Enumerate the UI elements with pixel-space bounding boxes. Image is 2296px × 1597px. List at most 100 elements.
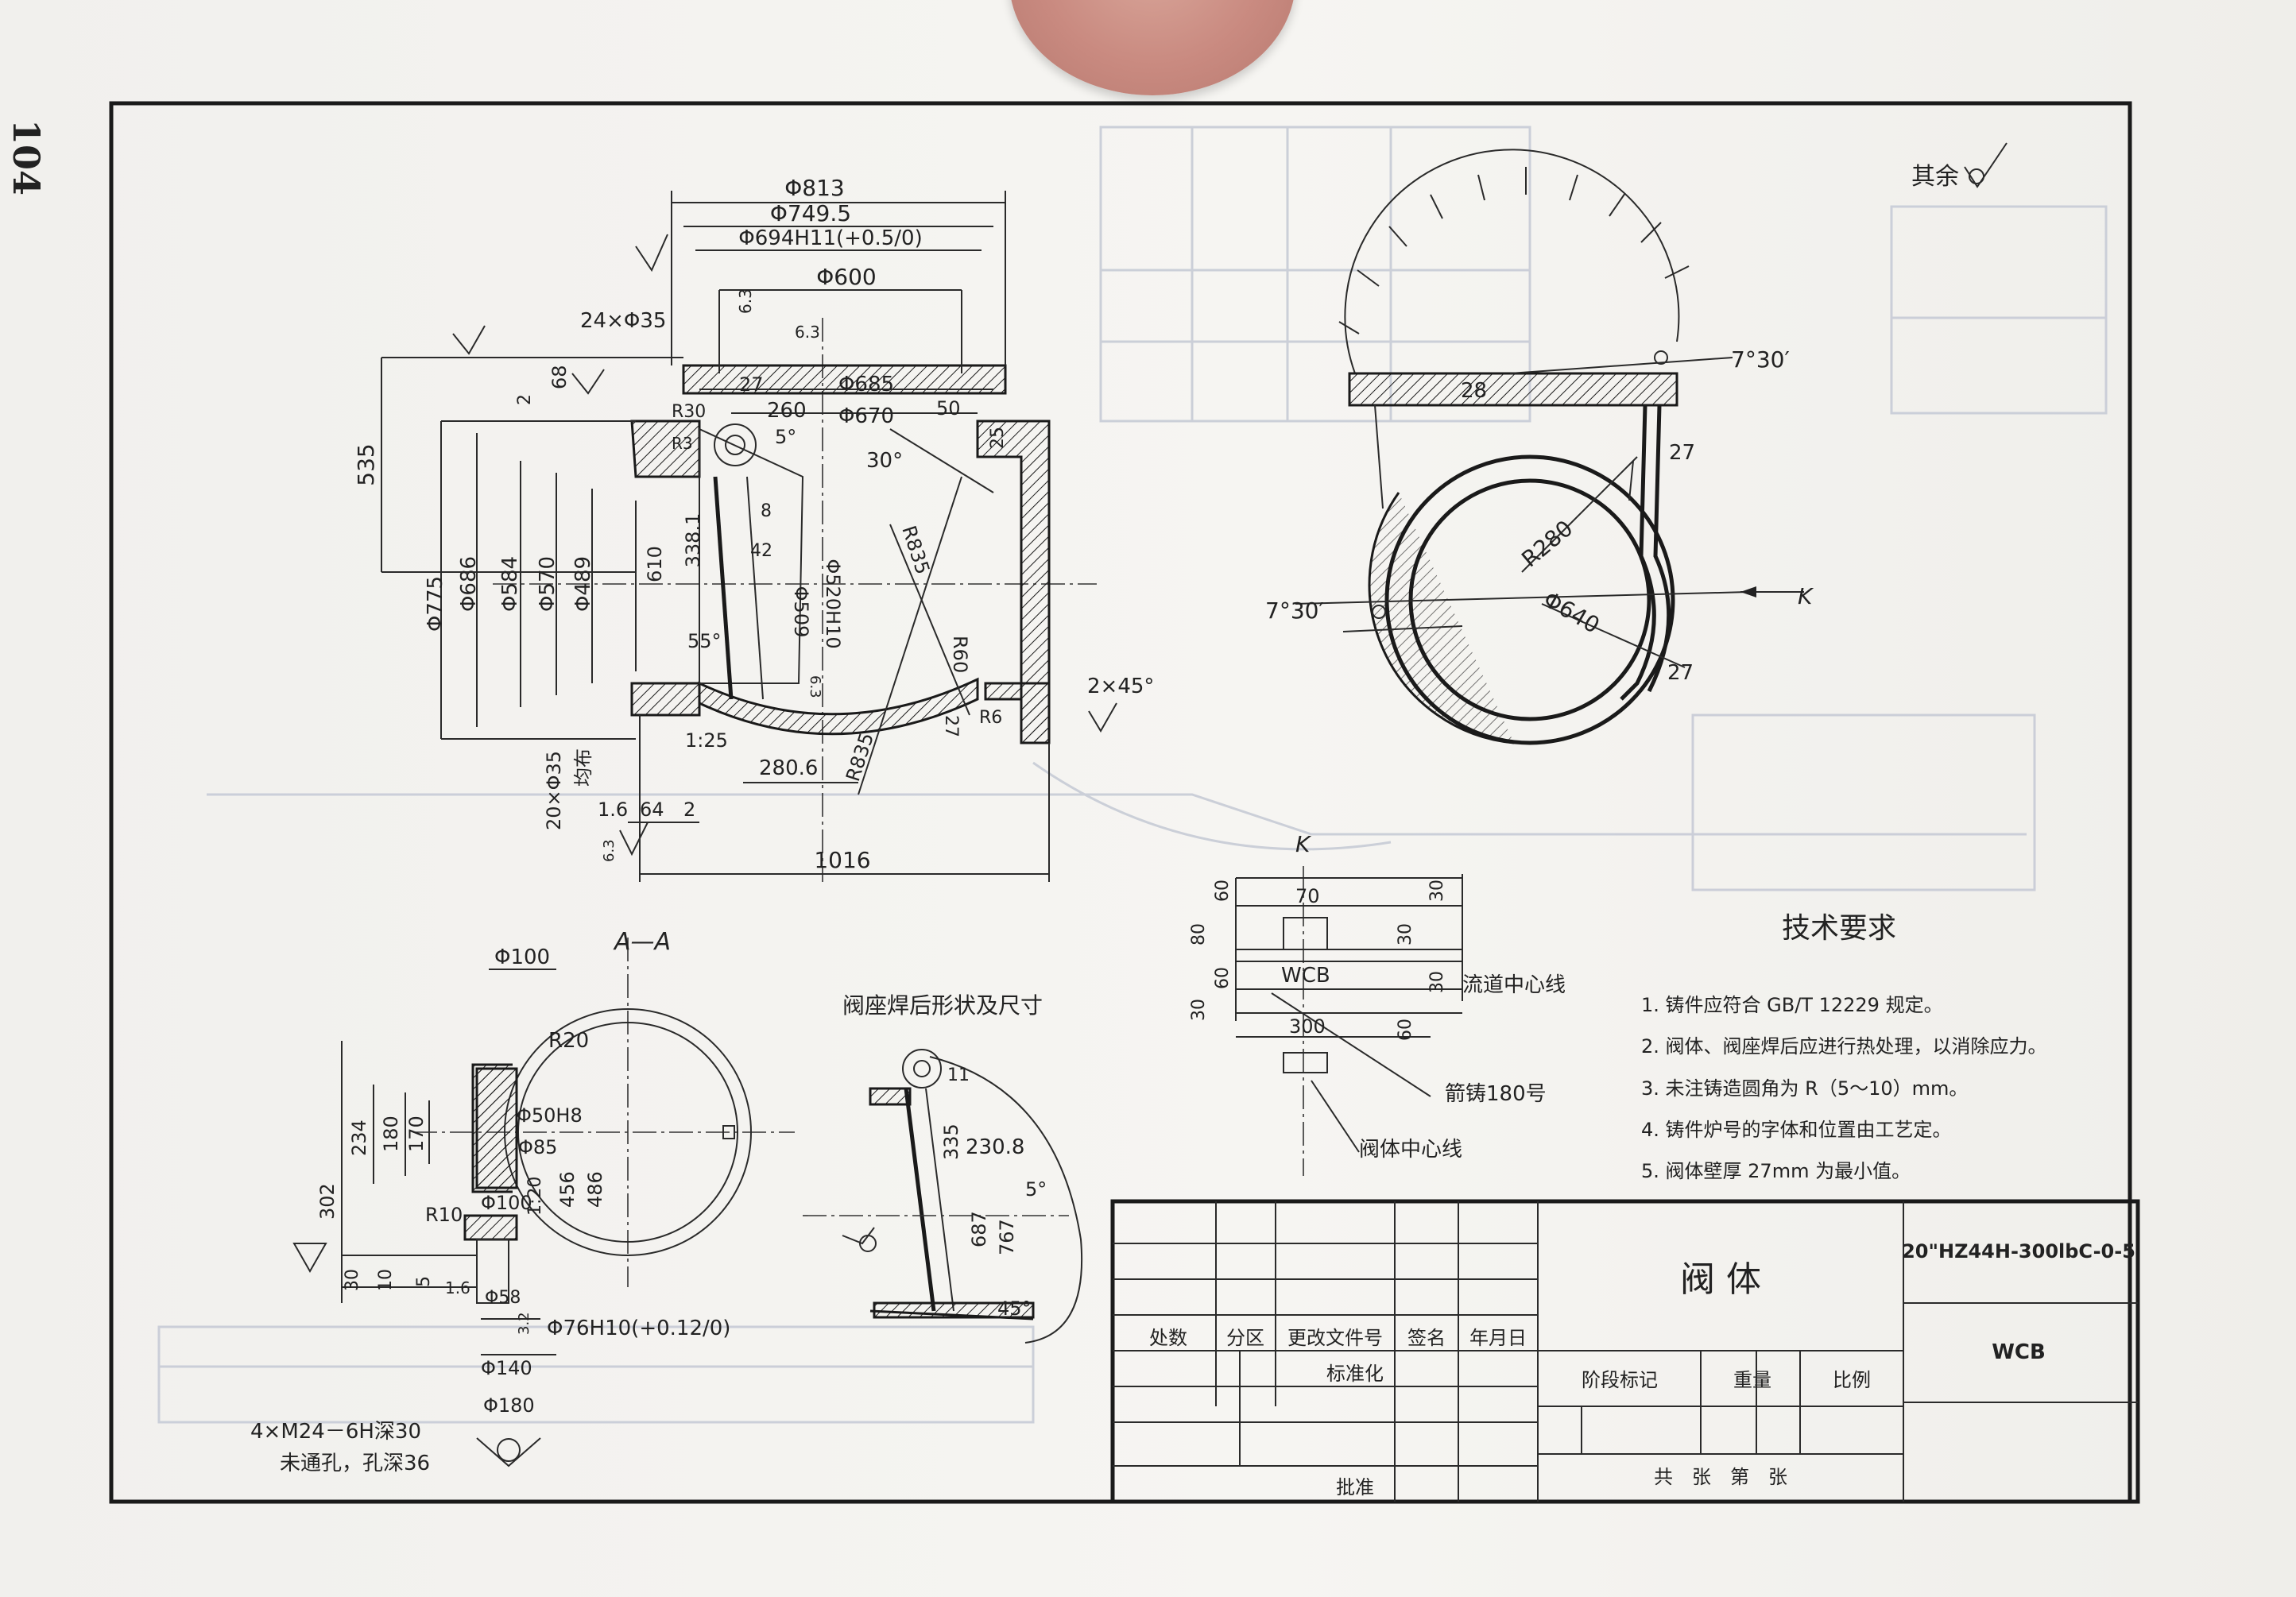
view-k-arrow-label: K: [1798, 583, 1814, 609]
approval-label: 批准: [1336, 1476, 1374, 1498]
dim-d584: Φ584: [498, 556, 522, 612]
body-center-line-label: 阀体中心线: [1359, 1138, 1462, 1162]
dim-64: 64: [640, 798, 664, 821]
dim-45deg: 45°: [997, 1297, 1032, 1320]
dim-27-bottom: 27: [941, 715, 961, 737]
scale-label: 比例: [1833, 1369, 1871, 1391]
dim-1016: 1016: [814, 847, 870, 873]
dim-r30: R30: [672, 402, 706, 422]
tech-req-item-3: 3. 未注铸造圆角为 R（5～10）mm。: [1641, 1077, 1968, 1100]
dim-2-bottom: 2: [683, 798, 695, 821]
dim-d140: Φ140: [481, 1357, 532, 1379]
dim-767: 767: [996, 1219, 1018, 1255]
dim-taper-125: 1:25: [685, 729, 728, 752]
section-aa-view: A—A Φ100 R20 Φ50H8 Φ85 1:20 456 486 234 …: [250, 928, 795, 1475]
dim-taper-120: 1:20: [525, 1177, 545, 1216]
k-wcb-label: WCB: [1281, 964, 1330, 988]
thread-note-line1: 4×M24－6H深30: [250, 1420, 421, 1444]
top-right-view: 28 7°30′ 27 R280 Φ640 27 7°30′ K: [1265, 149, 1814, 745]
dim-456: 456: [556, 1171, 579, 1208]
dim-d50h8: Φ50H8: [517, 1104, 583, 1127]
rev-header-date: 年月日: [1469, 1327, 1527, 1349]
part-name: 阀 体: [1680, 1259, 1761, 1300]
bottom-curved-wall: [698, 677, 979, 736]
lower-left-wall: [630, 682, 701, 717]
drawing-number: 20"HZ44H-300lbC-0-5: [1902, 1240, 2135, 1263]
surface-finish-label: 其余: [1911, 163, 1959, 191]
dim-d85: Φ85: [518, 1136, 557, 1158]
dim-50: 50: [936, 397, 961, 420]
dim-d100-top: Φ100: [494, 945, 550, 969]
k-dim-80: 80: [1189, 923, 1209, 945]
dim-d76h10: Φ76H10(+0.12/0): [547, 1317, 730, 1340]
k-dim-60-c: 60: [1396, 1019, 1415, 1041]
dim-8: 8: [761, 501, 772, 521]
tech-req-item-4: 4. 铸件炉号的字体和位置由工艺定。: [1641, 1119, 1952, 1141]
tech-req-title: 技术要求: [1782, 912, 1896, 945]
title-block: 阀 体 20"HZ44H-300lbC-0-5 WCB 处数 分区 更改文件号 …: [1110, 1199, 2140, 1504]
material: WCB: [1992, 1340, 2046, 1364]
dim-r3: R3: [672, 434, 693, 453]
dim-chamfer: 2×45°: [1087, 675, 1154, 698]
dim-180-vert: 180: [380, 1116, 402, 1152]
dim-25: 25: [988, 427, 1008, 449]
section-aa-title: A—A: [613, 928, 671, 956]
dim-r835-lower: R835: [842, 730, 878, 784]
dim-d58: Φ58: [485, 1288, 521, 1308]
tech-req-item-1: 1. 铸件应符合 GB/T 12229 规定。: [1641, 994, 1943, 1016]
dim-d100-mid: Φ100: [481, 1192, 532, 1214]
angle-7-30-top: 7°30′: [1731, 346, 1790, 373]
outer-arc: [1344, 149, 1680, 374]
angle-7-30-left: 7°30′: [1265, 597, 1324, 624]
seat-view-title: 阀座焊后形状及尺寸: [842, 992, 1043, 1019]
dim-170: 170: [405, 1116, 428, 1152]
dim-5: 5: [414, 1276, 434, 1287]
surface-finish-symbol: 其余: [1911, 142, 2008, 191]
hinge-boss: [714, 423, 757, 466]
dim-302: 302: [316, 1183, 339, 1220]
dim-d180: Φ180: [483, 1394, 535, 1417]
k-dim-60-a: 60: [1213, 880, 1233, 902]
dim-55deg: 55°: [687, 630, 722, 652]
k-dim-70: 70: [1295, 885, 1320, 907]
dim-5deg: 5°: [775, 426, 796, 448]
dim-30deg: 30°: [866, 449, 903, 473]
dim-d775: Φ775: [424, 576, 447, 632]
dim-d570: Φ570: [536, 556, 559, 612]
dim-d670: Φ670: [838, 404, 894, 428]
dim-486: 486: [584, 1171, 606, 1208]
dim-535: 535: [353, 443, 379, 485]
flow-center-line-label: 流道中心线: [1462, 973, 1566, 997]
view-k-title: K: [1295, 831, 1312, 857]
dim-1-6-aa: 1.6: [445, 1278, 470, 1297]
dim-r10: R10: [425, 1204, 463, 1226]
k-dim-300: 300: [1289, 1015, 1326, 1038]
dim-68: 68: [548, 365, 571, 389]
dim-d489: Φ489: [571, 556, 595, 612]
dim-20x35: 20×Φ35: [543, 751, 565, 830]
k-dim-60-b: 60: [1213, 967, 1233, 989]
drawing-border: [109, 101, 2132, 1504]
dim-d520: Φ520H10: [822, 559, 844, 648]
dim-evenly: 均布: [572, 748, 594, 787]
view-k: K 60 70 30 80 30 60 30 30 300 60 WCB 流道中…: [1189, 831, 1566, 1176]
dim-30-left: 30: [343, 1269, 362, 1291]
technical-requirements: 技术要求 1. 铸件应符合 GB/T 12229 规定。 2. 阀体、阀座焊后应…: [1641, 912, 2047, 1182]
stage-mark-label: 阶段标记: [1582, 1369, 1658, 1391]
dim-r280: R280: [1516, 515, 1578, 572]
k-dim-30-d: 30: [1189, 999, 1209, 1021]
weight-label: 重量: [1733, 1369, 1771, 1391]
main-section-view: Φ813 Φ749.5 Φ694H11(+0.5/0) Φ600 Φ685 Φ6…: [353, 175, 1154, 882]
dim-42: 42: [750, 541, 772, 561]
seat-after-weld-view: 阀座焊后形状及尺寸 11 335 230.8 5° 687 767 45°: [803, 992, 1083, 1344]
k-dim-30-a: 30: [1427, 880, 1447, 902]
k-dim-30-b: 30: [1396, 923, 1415, 945]
dim-338: 338.1: [682, 513, 704, 568]
k-dim-30-c: 30: [1427, 971, 1447, 993]
dim-234: 234: [348, 1119, 370, 1156]
dim-335: 335: [940, 1123, 962, 1160]
dim-260: 260: [767, 399, 807, 423]
cover-flange: [1348, 372, 1678, 407]
finish-6-3-a: 6.3: [736, 288, 755, 314]
dim-2: 2: [515, 394, 535, 405]
